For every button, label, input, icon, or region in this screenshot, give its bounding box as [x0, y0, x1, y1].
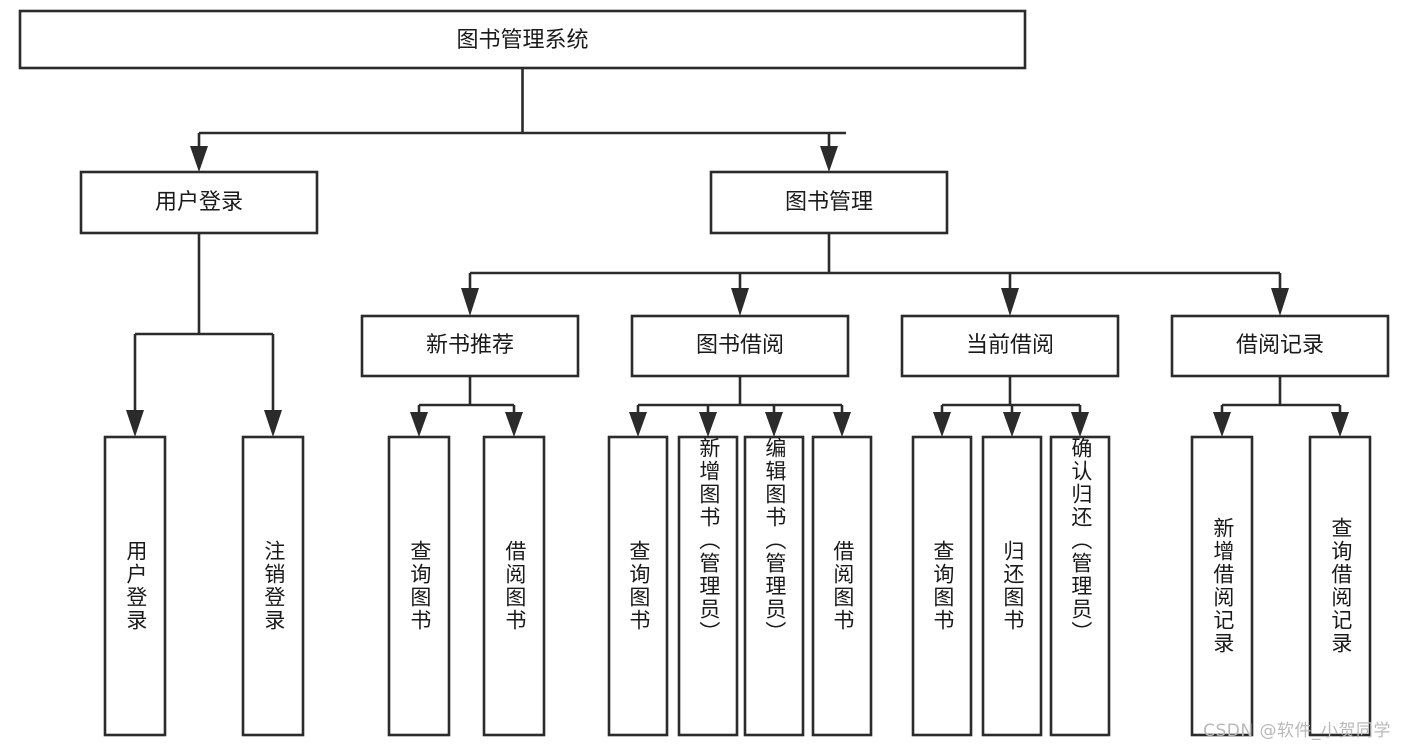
edge-root-to-level2	[190, 68, 846, 172]
leaf-box-user-login[interactable]	[103, 435, 167, 737]
edge-userlogin-to-leaves	[126, 233, 282, 437]
node-user-login[interactable]: 用户登录	[79, 170, 319, 235]
node-book-borrow-label: 图书借阅	[696, 333, 784, 358]
node-book-management[interactable]: 图书管理	[709, 170, 949, 235]
leaf-box-add-borrow-record[interactable]	[1190, 435, 1254, 737]
edge-bookborrow-to-leaves	[629, 376, 851, 437]
node-current-borrow-label: 当前借阅	[966, 333, 1054, 358]
node-borrow-record-label: 借阅记录	[1236, 333, 1324, 358]
node-root-label: 图书管理系统	[456, 28, 588, 53]
edge-borrowrecord-to-leaves	[1213, 376, 1349, 437]
node-current-borrow[interactable]: 当前借阅	[900, 314, 1120, 378]
leaf-box-return-book[interactable]	[981, 435, 1043, 737]
leaf-box-query-book-borrow[interactable]	[607, 435, 669, 737]
edge-currentborrow-to-leaves	[933, 376, 1089, 437]
edge-bookmgmt-to-level3	[461, 233, 1289, 316]
node-root[interactable]: 图书管理系统	[18, 9, 1027, 70]
leaf-box-edit-book-admin[interactable]	[743, 435, 805, 737]
leaf-box-logout[interactable]	[241, 435, 305, 737]
node-book-management-label: 图书管理	[785, 190, 873, 215]
leaf-box-query-book-newbook[interactable]	[387, 435, 451, 737]
leaf-box-confirm-return-admin[interactable]	[1049, 435, 1111, 737]
edge-newbook-to-leaves	[410, 376, 523, 437]
node-book-borrow[interactable]: 图书借阅	[630, 314, 850, 378]
leaf-boxes	[103, 435, 1372, 737]
node-new-book-recommend-label: 新书推荐	[426, 333, 514, 358]
node-borrow-record[interactable]: 借阅记录	[1170, 314, 1390, 378]
leaf-box-query-book-current[interactable]	[911, 435, 973, 737]
node-user-login-label: 用户登录	[155, 190, 243, 215]
leaf-box-borrow-book-newbook[interactable]	[482, 435, 546, 737]
leaf-box-add-book-admin[interactable]	[677, 435, 739, 737]
node-new-book-recommend[interactable]: 新书推荐	[360, 314, 580, 378]
leaf-box-borrow-book[interactable]	[811, 435, 873, 737]
leaf-box-query-borrow-record[interactable]	[1308, 435, 1372, 737]
